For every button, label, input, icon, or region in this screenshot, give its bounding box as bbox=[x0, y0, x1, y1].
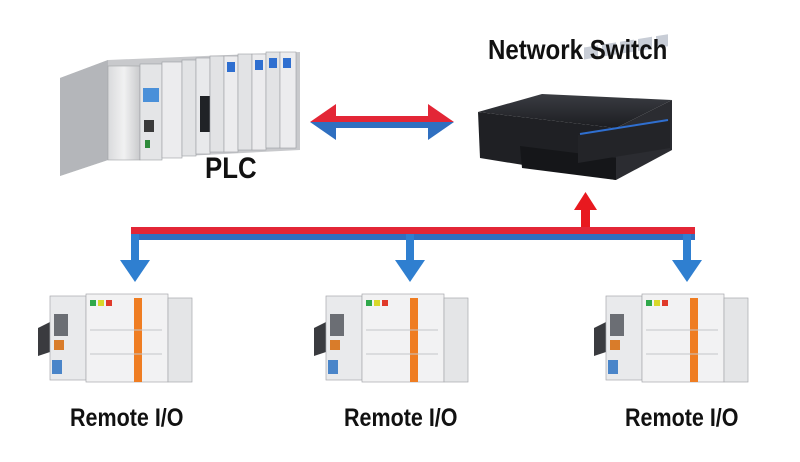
downlink-arrow-3 bbox=[672, 234, 702, 282]
remote-io-module-icon bbox=[314, 293, 469, 383]
remote-io-label-3: Remote I/O bbox=[625, 404, 739, 432]
plc-label: PLC bbox=[205, 152, 257, 185]
plc-switch-link-arrow bbox=[310, 104, 454, 140]
uplink-arrow bbox=[574, 192, 597, 230]
plc-rack-icon bbox=[60, 51, 300, 176]
remote-io-label-2: Remote I/O bbox=[344, 404, 458, 432]
network-switch-icon bbox=[478, 34, 672, 180]
downlink-arrow-1 bbox=[120, 234, 150, 282]
remote-io-module-icon bbox=[38, 293, 193, 383]
network-switch-label: Network Switch bbox=[488, 34, 668, 65]
remote-io-label-1: Remote I/O bbox=[70, 404, 184, 432]
remote-io-module-icon bbox=[594, 293, 749, 383]
downlink-arrow-2 bbox=[395, 234, 425, 282]
